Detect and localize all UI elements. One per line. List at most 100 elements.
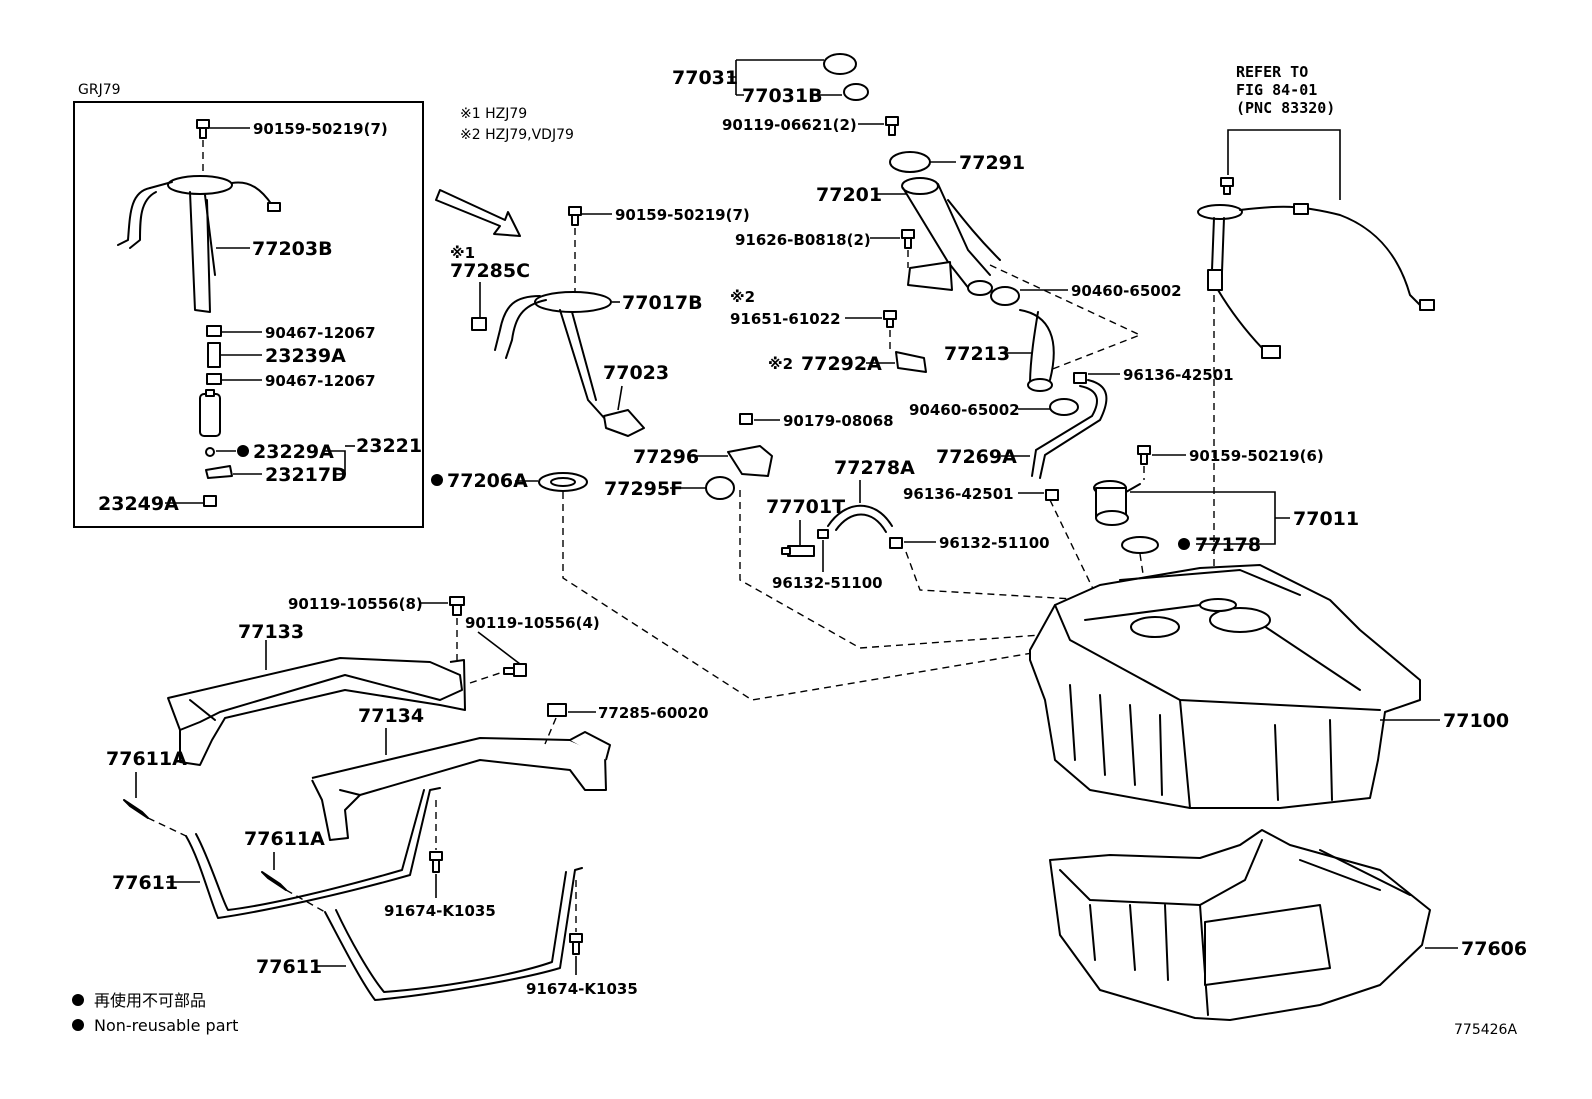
tank-bracket-77133-drawing xyxy=(167,657,466,766)
label-23239A: 23239A xyxy=(265,345,346,367)
label-90119-10556-4: 90119-10556(4) xyxy=(465,614,600,632)
label-90159-50219-6: 90159-50219(6) xyxy=(1189,447,1324,465)
legend-dot-icon xyxy=(72,994,84,1006)
filter-icon xyxy=(205,465,233,479)
label-77278A: 77278A xyxy=(834,457,915,479)
non-reusable-dot-icon xyxy=(431,474,443,486)
screw-icon xyxy=(1220,177,1234,195)
vent-hose-icon xyxy=(827,504,893,527)
label-96132-51100-b: 96132-51100 xyxy=(939,534,1050,552)
non-reusable-dot-icon xyxy=(1178,538,1190,550)
fuel-pump-icon xyxy=(199,389,221,437)
gasket-icon xyxy=(843,83,869,101)
label-91626-B0818: 91626-B0818(2) xyxy=(735,231,871,249)
strap-pin-icon xyxy=(123,799,149,819)
bolt-icon xyxy=(503,663,527,677)
refer-line-3: (PNC 83320) xyxy=(1236,99,1335,117)
hose-clamp-icon xyxy=(1049,398,1079,416)
bracket-icon xyxy=(895,351,927,373)
label-91674-K1035-b: 91674-K1035 xyxy=(526,980,638,998)
fuel-sender-gauge-drawing xyxy=(494,291,645,437)
clip-icon xyxy=(1073,372,1087,384)
label-77296: 77296 xyxy=(633,446,699,468)
diagram-id: 775426A xyxy=(1454,1022,1517,1038)
label-77213: 77213 xyxy=(944,343,1010,365)
marker-2-b: ※2 xyxy=(768,355,793,373)
label-96132-51100-a: 96132-51100 xyxy=(772,574,883,592)
label-23249A: 23249A xyxy=(98,493,179,515)
label-77295F: 77295F xyxy=(604,478,683,500)
filler-cap-icon xyxy=(823,53,857,75)
tank-protector-drawing xyxy=(1049,829,1431,1021)
label-77611A-b: 77611A xyxy=(244,828,325,850)
filler-hose-icon xyxy=(1019,309,1055,386)
strap-pin-icon xyxy=(261,871,287,891)
label-77031: 77031 xyxy=(672,67,738,89)
clip-icon xyxy=(1045,489,1059,501)
protector-icon xyxy=(727,445,773,477)
label-77611-a: 77611 xyxy=(112,872,178,894)
label-77611-b: 77611 xyxy=(256,956,322,978)
label-77031B: 77031B xyxy=(742,85,823,107)
label-90159-50219-7-a: 90159-50219(7) xyxy=(253,120,388,138)
clip-icon xyxy=(471,317,487,331)
label-77285-60020: 77285-60020 xyxy=(598,704,709,722)
label-77017B: 77017B xyxy=(622,292,703,314)
label-90467-12067-a: 90467-12067 xyxy=(265,324,376,342)
label-90119-10556-8: 90119-10556(8) xyxy=(288,595,423,613)
grommet-icon xyxy=(705,476,735,500)
label-77203B: 77203B xyxy=(252,238,333,260)
gasket-icon xyxy=(1121,536,1159,554)
legend-english: Non-reusable part xyxy=(94,1016,238,1035)
filler-gasket-icon xyxy=(889,151,931,173)
valve-icon xyxy=(781,545,815,557)
label-77206A: 77206A xyxy=(447,470,528,492)
marker-1: ※1 xyxy=(450,244,475,262)
bolt-icon xyxy=(196,119,210,139)
label-77611A-a: 77611A xyxy=(106,748,187,770)
bolt-icon xyxy=(1137,445,1151,465)
refer-line-2: FIG 84-01 xyxy=(1236,81,1317,99)
label-77269A: 77269A xyxy=(936,446,1017,468)
label-77100: 77100 xyxy=(1443,710,1509,732)
direction-arrow-icon xyxy=(435,189,521,237)
seal-ring-icon xyxy=(205,447,215,457)
label-90467-12067-b: 90467-12067 xyxy=(265,372,376,390)
grj79-inset-box xyxy=(73,101,424,528)
bolt-icon xyxy=(883,310,897,328)
filler-pipe-drawing xyxy=(901,177,1001,296)
clip-icon xyxy=(817,529,829,539)
note-1: ※1 HZJ79 xyxy=(460,106,527,122)
label-77701T: 77701T xyxy=(766,496,845,518)
label-23229A: 23229A xyxy=(253,441,334,463)
breather-hose-icon xyxy=(1039,379,1108,479)
label-96136-42501-b: 96136-42501 xyxy=(903,485,1014,503)
label-77133: 77133 xyxy=(238,621,304,643)
label-77292A: 77292A xyxy=(801,353,882,375)
bolt-icon xyxy=(569,933,583,955)
refer-line-1: REFER TO xyxy=(1236,63,1308,81)
tank-strap-1-icon xyxy=(185,787,441,919)
bolt-icon xyxy=(429,851,443,873)
label-77606: 77606 xyxy=(1461,938,1527,960)
legend-japanese: 再使用不可部品 xyxy=(94,991,206,1010)
group-label: GRJ79 xyxy=(78,82,121,98)
clip-icon xyxy=(889,537,903,549)
marker-2: ※2 xyxy=(730,288,755,306)
hose-clamp-icon xyxy=(206,325,222,337)
label-90460-65002-b: 90460-65002 xyxy=(909,401,1020,419)
label-77134: 77134 xyxy=(358,705,424,727)
label-77023: 77023 xyxy=(603,362,669,384)
label-77178: 77178 xyxy=(1195,534,1261,556)
nut-icon xyxy=(739,413,753,425)
label-90179-08068: 90179-08068 xyxy=(783,412,894,430)
hose-clamp-icon xyxy=(990,286,1020,306)
bolt-icon xyxy=(885,116,899,136)
label-77291: 77291 xyxy=(959,152,1025,174)
fuel-tank-drawing xyxy=(1029,564,1421,809)
label-77201: 77201 xyxy=(816,184,882,206)
tank-strap-2-icon xyxy=(324,867,583,1001)
bolt-icon xyxy=(901,229,915,249)
hose-clamp-icon xyxy=(206,373,222,385)
